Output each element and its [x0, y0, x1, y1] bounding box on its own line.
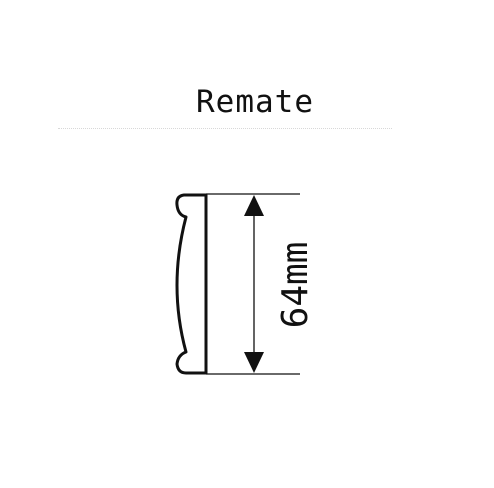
trim-profile [175, 193, 208, 375]
title-underline [58, 128, 392, 129]
dimension-line [244, 195, 264, 373]
arrowhead-up-icon [244, 195, 264, 216]
dimension-label: 64mm [275, 242, 316, 329]
diagram-title: Remate [196, 84, 314, 120]
arrowhead-down-icon [244, 352, 264, 373]
